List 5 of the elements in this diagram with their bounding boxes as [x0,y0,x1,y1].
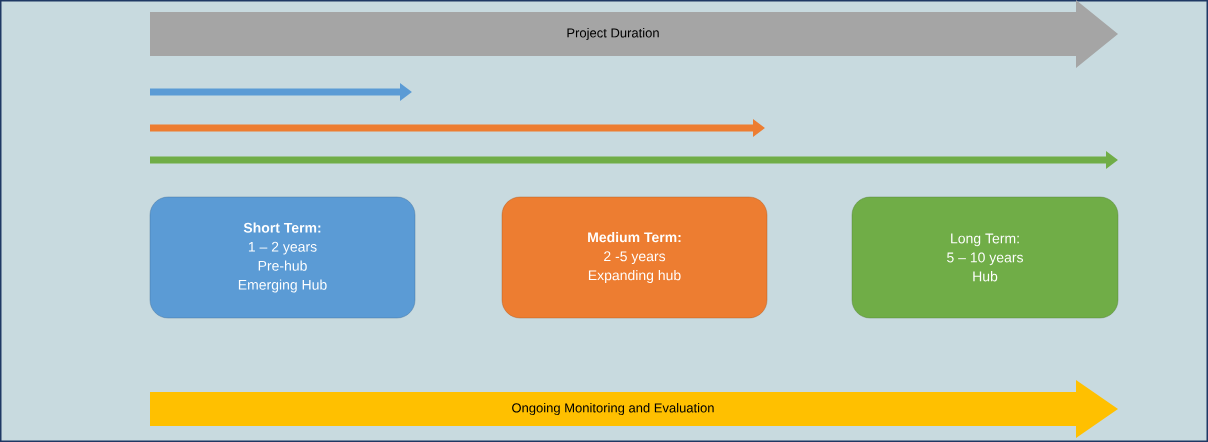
term-box: Short Term: 1 – 2 years Pre-hub Emerging Hub [149,196,416,319]
term-box: Medium Term: 2 -5 years Expanding hub [501,196,768,319]
term-box: Long Term: 5 – 10 years Hub [851,196,1119,319]
arrow-band: Ongoing Monitoring and Evaluation [150,380,1118,438]
arrow-band: Project Duration [150,0,1118,68]
